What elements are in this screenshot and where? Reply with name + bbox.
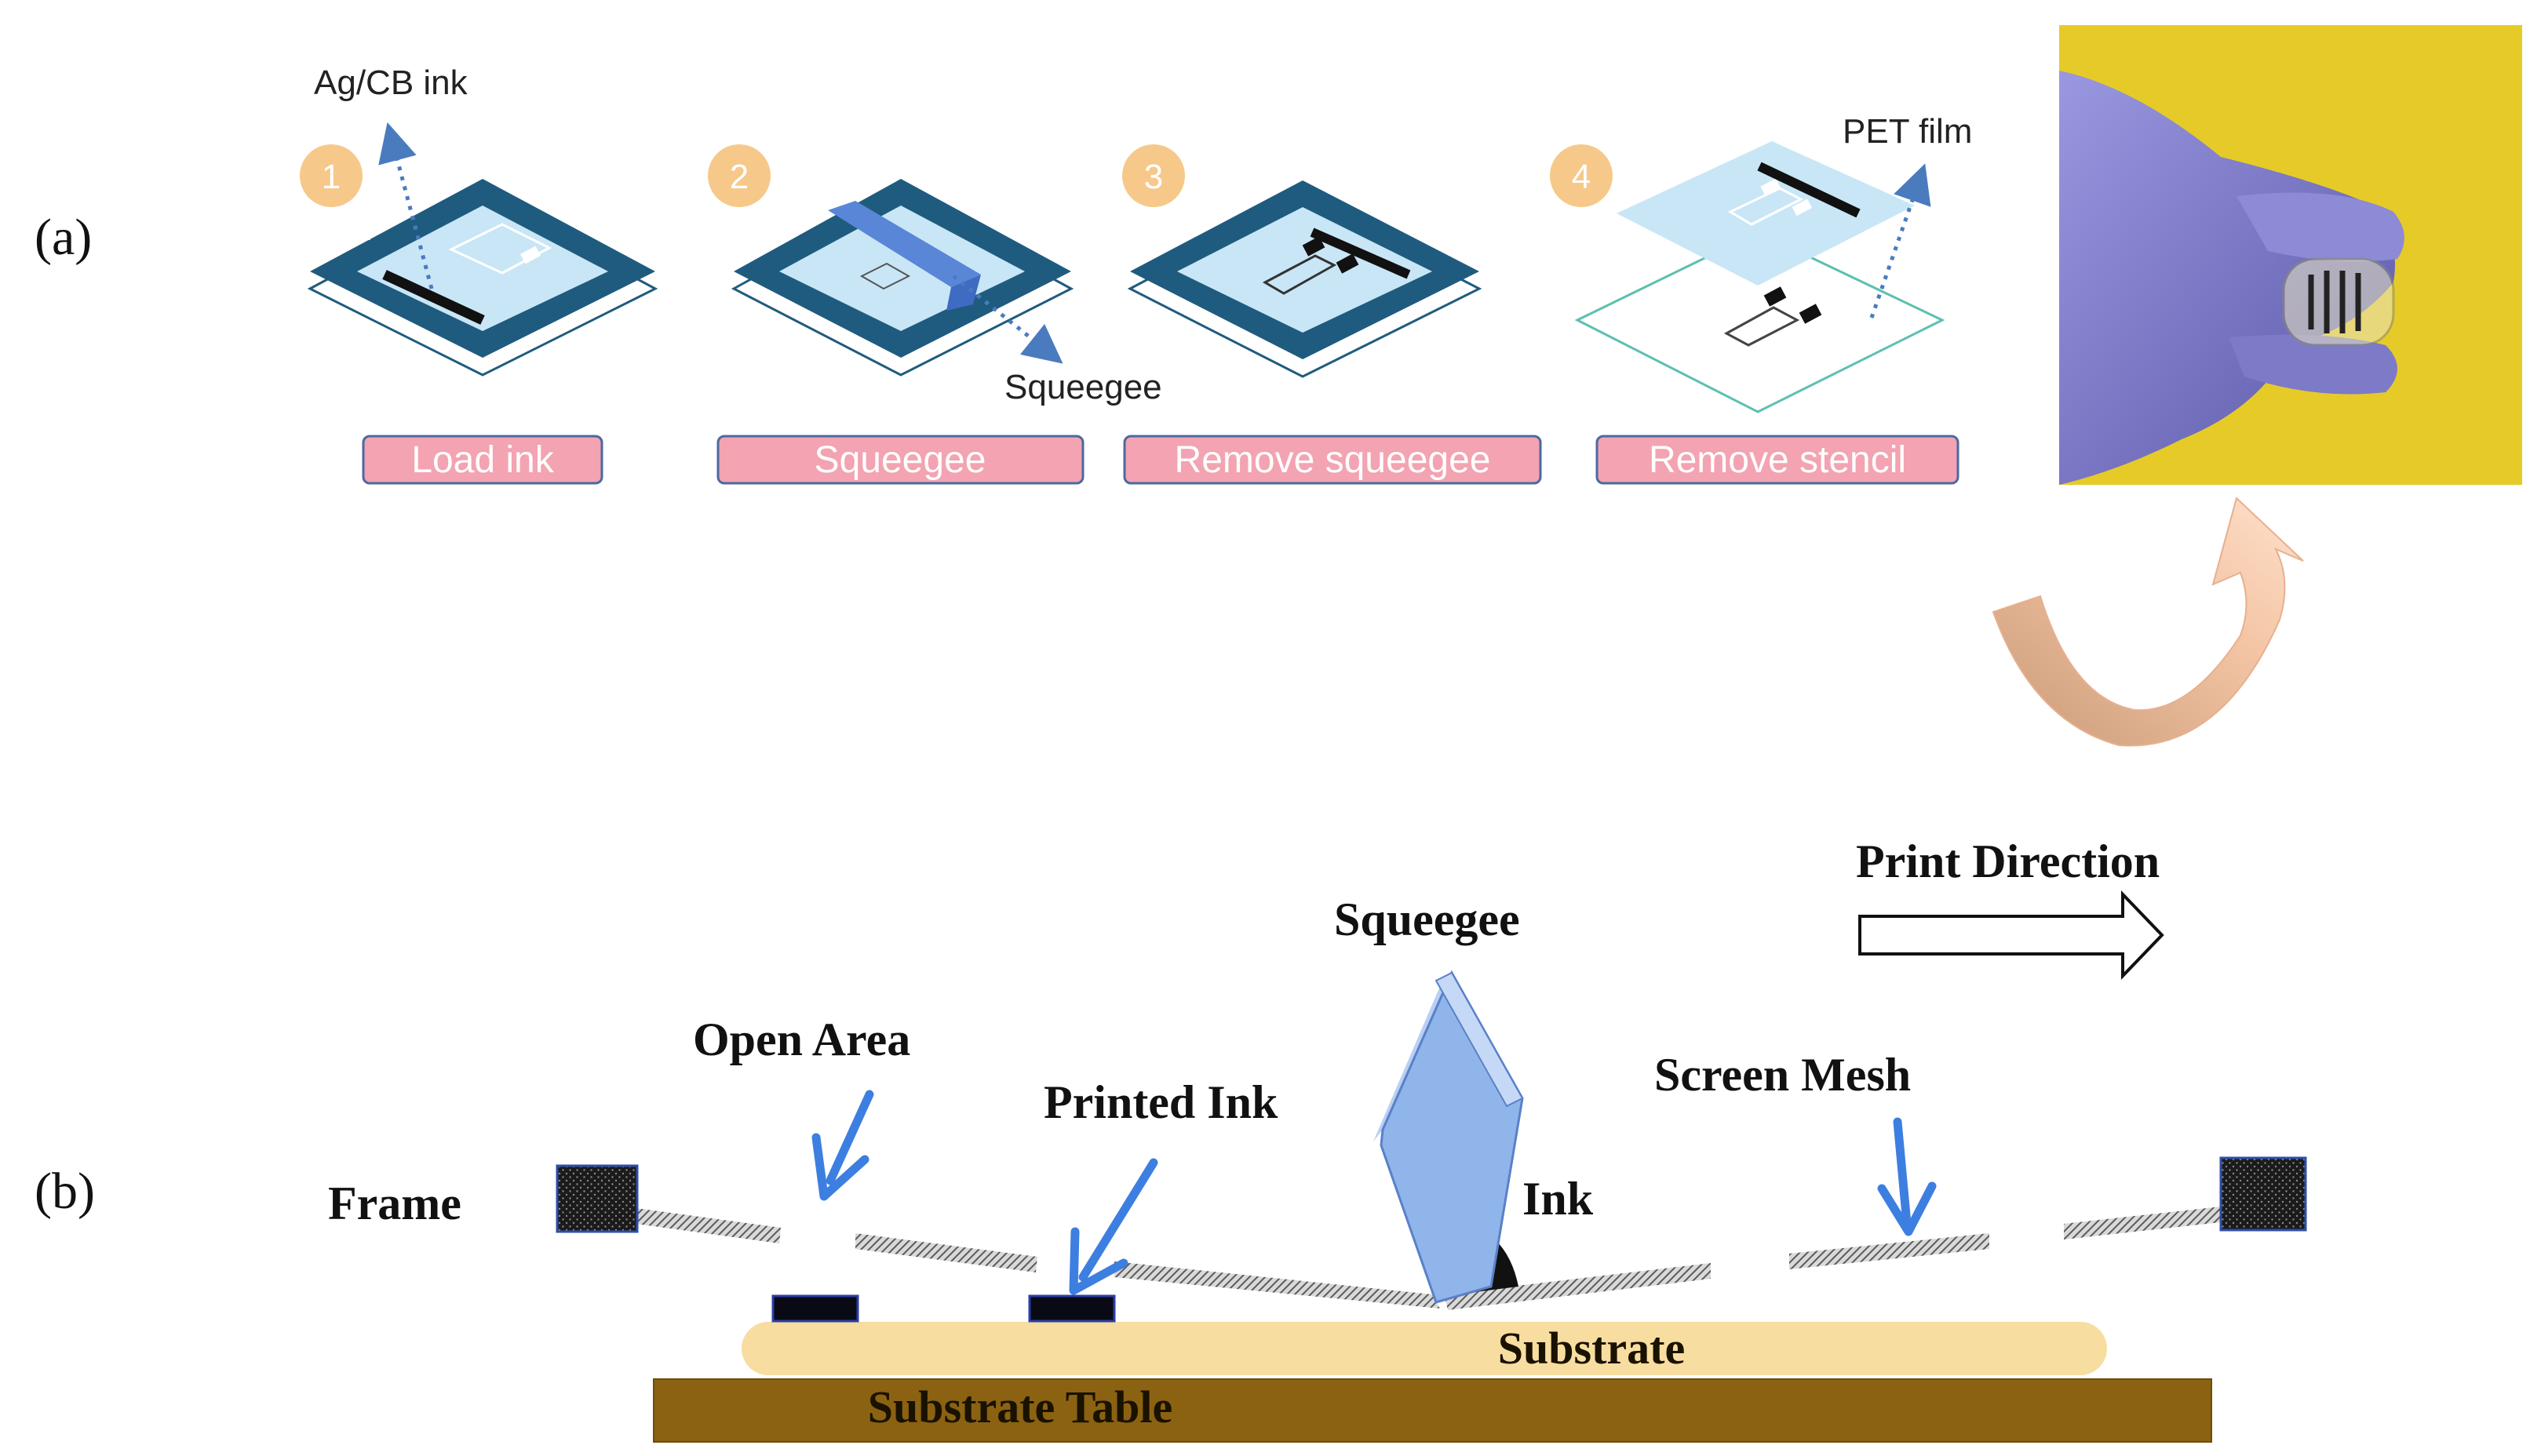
step-1-number: 1 (322, 158, 341, 196)
open-area-arrow-icon (811, 1090, 874, 1201)
step-3-illustration (1127, 180, 1482, 378)
step-1-illustration (307, 122, 658, 377)
screen-mesh-arrow-icon (1877, 1117, 1937, 1236)
screen-mesh (636, 1207, 2221, 1310)
step-2-number: 2 (730, 158, 749, 196)
substrate-table-label: Substrate Table (868, 1381, 1172, 1432)
sensor-photo (2059, 25, 2522, 485)
caption-load-ink-text: Load ink (411, 439, 554, 481)
panel-b-label: (b) (35, 1163, 95, 1220)
step-4-illustration (1574, 141, 1945, 413)
open-area-label: Open Area (693, 1014, 910, 1065)
curved-arrow-icon (1992, 497, 2304, 747)
step-2-circle (708, 144, 771, 207)
ink-label: Ink (1522, 1173, 1594, 1225)
caption-remove-squeegee-text: Remove squeegee (1175, 439, 1491, 481)
step-3-number: 3 (1144, 158, 1163, 196)
panel-a-label: (a) (35, 209, 92, 266)
squeegee-blade (1373, 970, 1524, 1304)
pet-film-label: PET film (1843, 112, 1972, 151)
substrate-label: Substrate (1498, 1323, 1685, 1374)
printed-ink-arrow-icon (1069, 1158, 1158, 1295)
squeegee-b-label: Squeegee (1334, 894, 1520, 945)
squeegee-a-label: Squeegee (1004, 368, 1162, 406)
step-1-circle (300, 144, 363, 207)
step-4-circle (1550, 144, 1613, 207)
caption-load-ink (362, 435, 603, 485)
caption-remove-squeegee (1123, 435, 1542, 485)
caption-squeegee (716, 435, 1085, 485)
step-3-circle (1122, 144, 1185, 207)
frame-label: Frame (328, 1178, 461, 1229)
step-2-illustration (731, 179, 1074, 377)
printed-ink-label: Printed Ink (1044, 1076, 1278, 1128)
screen-mesh-label: Screen Mesh (1654, 1049, 1911, 1101)
print-direction-arrow-icon (1858, 890, 2164, 980)
caption-remove-stencil (1595, 435, 1959, 485)
substrate-table (653, 1378, 2212, 1443)
printed-ink-deposit (1028, 1294, 1116, 1323)
step-4-number: 4 (1572, 158, 1591, 196)
substrate (742, 1322, 2107, 1375)
print-direction-label: Print Direction (1856, 835, 2160, 887)
ag-cb-ink-label: Ag/CB ink (314, 64, 468, 102)
printed-ink-deposit (771, 1294, 859, 1323)
caption-squeegee-text: Squeegee (815, 439, 986, 481)
frame-block-left (556, 1164, 639, 1233)
frame-block-right (2219, 1156, 2307, 1232)
caption-remove-stencil-text: Remove stencil (1649, 439, 1906, 481)
